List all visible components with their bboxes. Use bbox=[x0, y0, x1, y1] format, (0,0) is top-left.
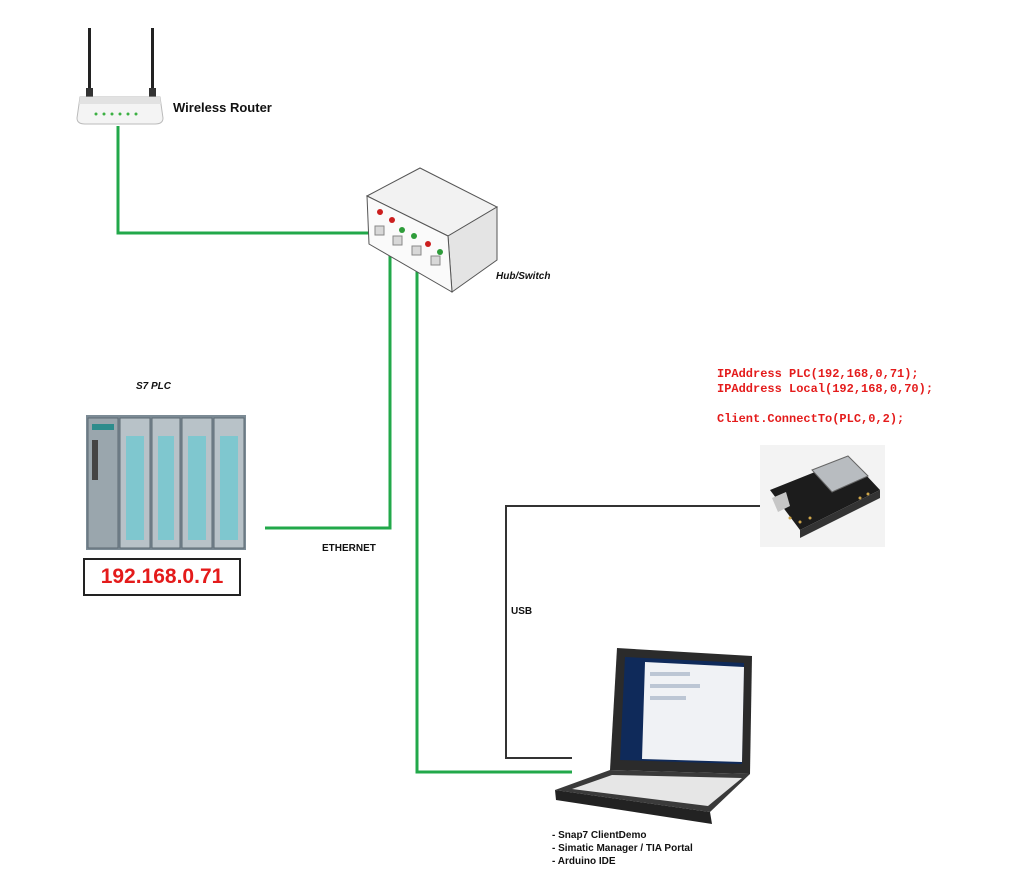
code-line: IPAddress PLC(192,168,0,71); bbox=[717, 367, 919, 381]
esp8266-board-icon bbox=[760, 445, 885, 547]
plc-label: S7 PLC bbox=[136, 381, 172, 392]
code-line: ​ bbox=[717, 397, 933, 412]
plc-to-switch-cable bbox=[265, 248, 392, 530]
esp-code-snippet: IPAddress PLC(192,168,0,71); IPAddress L… bbox=[717, 367, 933, 427]
plc-ip-box: 192.168.0.71 bbox=[83, 558, 241, 596]
usb-cable bbox=[505, 505, 760, 759]
laptop-icon bbox=[555, 648, 752, 824]
plc-ip-address: 192.168.0.71 bbox=[100, 565, 224, 588]
software-item: - Snap7 ClientDemo bbox=[552, 830, 647, 841]
switch-label: Hub/Switch bbox=[496, 271, 551, 282]
ethernet-cables bbox=[116, 126, 572, 774]
code-line: Client.ConnectTo(PLC,0,2); bbox=[717, 412, 905, 426]
software-item: - Arduino IDE bbox=[552, 856, 616, 867]
router-label: Wireless Router bbox=[173, 100, 272, 115]
wireless-router-icon bbox=[76, 28, 164, 125]
ethernet-label: ETHERNET bbox=[322, 543, 376, 554]
laptop-to-switch-cable bbox=[415, 258, 572, 774]
laptop-software-list: - Snap7 ClientDemo - Simatic Manager / T… bbox=[552, 829, 693, 868]
usb-label: USB bbox=[511, 606, 533, 617]
s7-plc-icon bbox=[86, 415, 246, 550]
router-to-switch-cable bbox=[116, 126, 380, 235]
code-line: IPAddress Local(192,168,0,70); bbox=[717, 382, 934, 396]
hub-switch-icon bbox=[365, 167, 499, 293]
software-item: - Simatic Manager / TIA Portal bbox=[552, 843, 693, 854]
